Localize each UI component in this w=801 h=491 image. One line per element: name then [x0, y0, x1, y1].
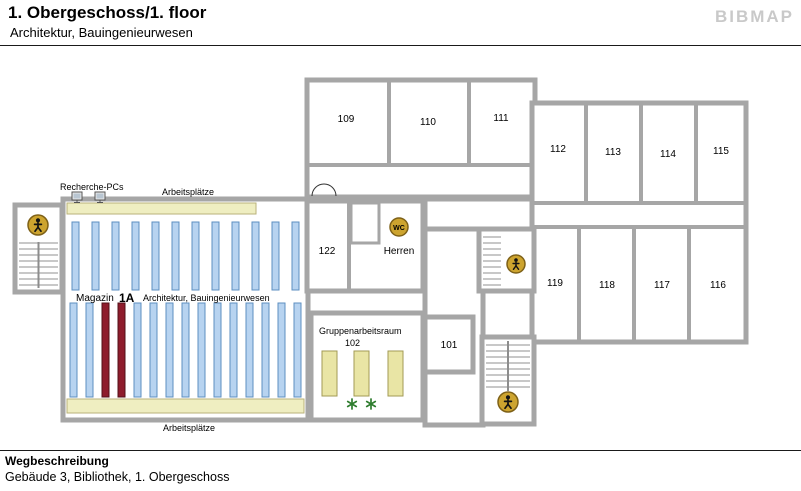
room-label-110: 110 [420, 117, 436, 128]
bookshelf-highlighted [117, 302, 126, 398]
stairs-marker-left [27, 214, 49, 236]
bookshelf [131, 221, 140, 291]
gruppenarbeitsraum-label: Gruppenarbeitsraum [319, 326, 402, 336]
room-label-109: 109 [338, 114, 355, 125]
bookshelf [251, 221, 260, 291]
footer-text: Gebäude 3, Bibliothek, 1. Obergeschoss [5, 470, 230, 484]
corridor-horizontal [422, 196, 538, 232]
bookshelf [261, 302, 270, 398]
wc-label: WC [393, 225, 405, 232]
bookshelf [69, 302, 78, 398]
room-label-119: 119 [547, 278, 563, 289]
arbeitsplaetze-top-label: Arbeitsplätze [162, 187, 214, 197]
table [321, 350, 338, 397]
bookshelf [245, 302, 254, 398]
room-label-114: 114 [660, 149, 676, 160]
page-footer: Wegbeschreibung Gebäude 3, Bibliothek, 1… [0, 450, 801, 491]
bookshelf [91, 221, 100, 291]
area-subject-label: Architektur, Bauingenieurwesen [143, 293, 270, 303]
stairs-marker-bottom [497, 391, 519, 413]
room-label-113: 113 [605, 147, 621, 158]
bookshelf [211, 221, 220, 291]
room-label-111: 111 [493, 113, 509, 124]
desk-strip-bottom [66, 398, 305, 414]
room-label-118: 118 [599, 280, 615, 291]
room-label-116: 116 [710, 280, 726, 291]
top-wing [304, 77, 538, 200]
room-label-102: 102 [345, 338, 360, 348]
table [353, 350, 370, 397]
table [387, 350, 404, 397]
bookshelf [111, 221, 120, 291]
room-label-117: 117 [654, 280, 670, 291]
group-room-furniture [321, 350, 404, 410]
bookshelf [197, 302, 206, 398]
room-101 [422, 314, 476, 375]
page-title: 1. Obergeschoss/1. floor [8, 3, 207, 22]
bookshelf-row-upper [71, 221, 300, 291]
bookshelf [151, 221, 160, 291]
bibmap-logo: BIBMAP [714, 7, 794, 26]
bookshelf [213, 302, 222, 398]
wc-block [304, 198, 426, 294]
bookshelf [181, 302, 190, 398]
room-label-122: 122 [319, 246, 336, 257]
bookshelf [165, 302, 174, 398]
bookshelf [229, 302, 238, 398]
bookshelf [191, 221, 200, 291]
bookshelf [231, 221, 240, 291]
desk-strip-top [66, 202, 257, 215]
stairs-marker-mid [506, 254, 526, 274]
bookshelf [293, 302, 302, 398]
bookshelf [171, 221, 180, 291]
double-door [311, 183, 337, 197]
bookshelf [291, 221, 300, 291]
footer-heading: Wegbeschreibung [5, 454, 109, 468]
interior-walls [309, 82, 744, 340]
bookshelf [85, 302, 94, 398]
room-label-101: 101 [441, 340, 458, 351]
room-label-112: 112 [550, 144, 566, 155]
arbeitsplaetze-bottom-label: Arbeitsplätze [163, 423, 215, 433]
bookshelf [277, 302, 286, 398]
room-label-115: 115 [713, 146, 729, 157]
wc-marker: WC [389, 217, 409, 237]
magazin-label: Magazin [76, 293, 114, 304]
bookshelf-highlighted [101, 302, 110, 398]
area-code-label: 1A [119, 291, 135, 305]
bookshelf [71, 221, 80, 291]
stair-treads [19, 233, 530, 391]
herren-label: Herren [384, 246, 415, 257]
bookshelf [271, 221, 280, 291]
bookshelf-row-lower [69, 302, 302, 398]
page-subtitle: Architektur, Bauingenieurwesen [10, 25, 193, 40]
bookshelf [133, 302, 142, 398]
page-header: 1. Obergeschoss/1. floor Architektur, Ba… [0, 0, 801, 46]
recherche-pcs-label: Recherche-PCs [60, 182, 124, 192]
bookshelf [149, 302, 158, 398]
